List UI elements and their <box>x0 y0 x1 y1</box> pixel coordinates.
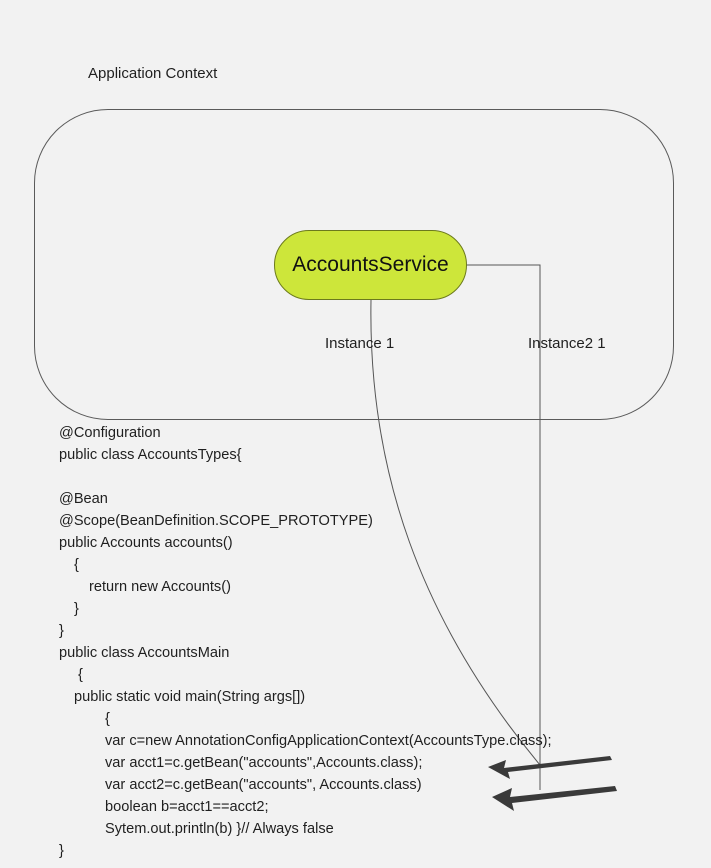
code-line: { <box>105 711 110 727</box>
code-line: boolean b=acct1==acct2; <box>105 799 269 815</box>
code-line: @Configuration <box>59 425 161 441</box>
instance2-connector <box>467 264 541 790</box>
code-line: public Accounts accounts() <box>59 535 233 551</box>
edge-label-instance2: Instance2 1 <box>528 335 606 352</box>
diagram-title: Application Context <box>88 65 218 82</box>
code-line: public class AccountsTypes{ <box>59 447 242 463</box>
code-line: } <box>74 601 79 617</box>
edge-label-instance1: Instance 1 <box>325 335 395 352</box>
code-line: { <box>74 557 79 573</box>
instance1-connector <box>370 299 541 766</box>
code-line: @Bean <box>59 491 108 507</box>
arrow-acct1-icon <box>488 756 612 779</box>
code-line: } <box>59 623 64 639</box>
code-line: { <box>78 667 83 683</box>
code-line: return new Accounts() <box>89 579 231 595</box>
accounts-service-label: AccountsService <box>292 253 449 276</box>
code-line: var acct2=c.getBean("accounts", Accounts… <box>105 777 422 793</box>
code-line: public class AccountsMain <box>59 645 230 661</box>
arrow-acct2-icon <box>492 786 617 811</box>
application-context-box <box>34 109 674 420</box>
accounts-service-node: AccountsService <box>274 230 467 300</box>
code-line: } <box>59 843 64 859</box>
code-line: public static void main(String args[]) <box>74 689 306 705</box>
code-line: var acct1=c.getBean("accounts",Accounts.… <box>105 755 423 771</box>
code-line: @Scope(BeanDefinition.SCOPE_PROTOTYPE) <box>59 513 373 529</box>
code-line: var c=new AnnotationConfigApplicationCon… <box>105 733 552 749</box>
code-line: Sytem.out.println(b) }// Always false <box>105 821 334 837</box>
